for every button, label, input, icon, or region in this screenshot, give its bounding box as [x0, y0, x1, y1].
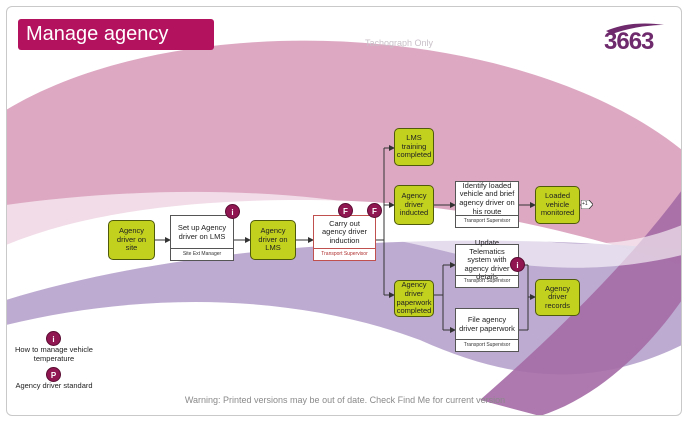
continuation-tag-shape: [581, 200, 593, 209]
task-role: Transport Supervisor: [456, 339, 518, 351]
task-role: Site Ext Manager: [171, 248, 233, 260]
page-title: Manage agency drivers: [18, 19, 214, 76]
task-role: Transport Supervisor: [456, 215, 518, 227]
form-badge-icon[interactable]: F: [367, 203, 382, 218]
event-agency-driver-on-lms: Agency driver on LMS: [250, 220, 296, 260]
company-logo: 3663: [604, 22, 666, 56]
legend-info-icon: i: [46, 331, 61, 346]
info-badge-icon[interactable]: i: [510, 257, 525, 272]
info-badge-icon[interactable]: i: [225, 204, 240, 219]
task-carry-out-induction: Carry out agency driver induction Transp…: [313, 215, 376, 261]
logo-text: 3663: [604, 28, 654, 55]
logo-swoosh-icon: [606, 23, 664, 34]
legend-policy-icon: P: [46, 367, 61, 382]
task-label: Update Telematics system with agency dri…: [464, 238, 510, 282]
legend-info-label: How to manage vehicle temperature: [15, 345, 93, 363]
event-agency-driver-records: Agency driver records: [535, 279, 580, 316]
task-file-paperwork: File agency driver paperwork Transport S…: [455, 308, 519, 352]
task-role: Transport Supervisor: [456, 275, 518, 287]
task-label: Identify loaded vehicle and brief agency…: [459, 180, 515, 216]
task-label: File agency driver paperwork: [459, 314, 515, 333]
printed-version-warning: Warning: Printed versions may be out of …: [184, 395, 506, 405]
task-identify-loaded-vehicle: Identify loaded vehicle and brief agency…: [455, 181, 519, 228]
legend-policy-label: Agency driver standard: [15, 381, 93, 390]
event-lms-training-completed: LMS training completed: [394, 128, 434, 166]
event-agency-driver-on-site: Agency driver on site: [108, 220, 155, 260]
diagram-frame: [6, 6, 682, 416]
event-loaded-vehicle-monitored: Loaded vehicle monitored: [535, 186, 580, 224]
form-badge-icon[interactable]: F: [338, 203, 353, 218]
task-role: Transport Supervisor: [314, 248, 375, 260]
purple-swoosh: [480, 190, 682, 416]
faint-header-text: Tachograph Only: [365, 38, 434, 48]
event-paperwork-completed: Agency driver paperwork completed: [394, 280, 434, 317]
task-set-up-driver-on-lms: Set up Agency driver on LMS Site Ext Man…: [170, 215, 234, 261]
task-label: Carry out agency driver induction: [321, 218, 368, 245]
task-label: Set up Agency driver on LMS: [177, 222, 227, 241]
continuation-tag: +1: [582, 201, 588, 207]
event-agency-driver-inducted: Agency driver inducted: [394, 185, 434, 225]
